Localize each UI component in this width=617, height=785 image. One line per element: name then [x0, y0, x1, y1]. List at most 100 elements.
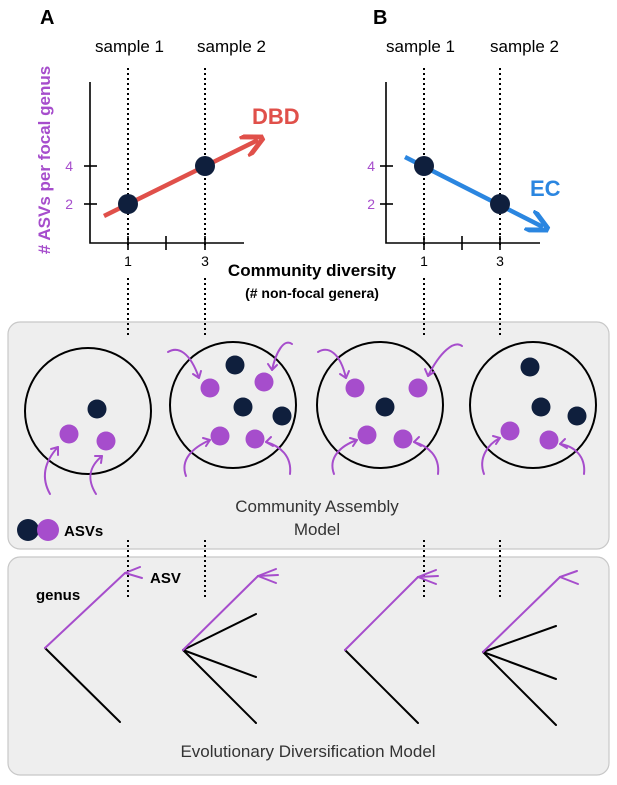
tree-2-genus-branch	[182, 649, 257, 678]
panel-b-xtick-label-1: 1	[420, 253, 428, 269]
genus-dot	[87, 399, 107, 419]
community-circles	[24, 341, 597, 475]
y-axis-label: # ASVs per focal genus	[35, 66, 54, 254]
tree-2-genus-branch	[182, 613, 257, 651]
panel-b-axis-lines	[385, 82, 540, 244]
asv-dot	[59, 424, 79, 444]
sample-1-label-b: sample 1	[386, 37, 455, 56]
asv-dot	[408, 378, 428, 398]
tree-3-asv-tip	[417, 576, 437, 585]
asv-dot	[210, 426, 230, 446]
panel-a-ytick-label-2: 2	[65, 196, 73, 212]
x-axis-label: Community diversity	[228, 261, 397, 280]
tree-4-genus-branch	[482, 625, 557, 653]
sample-2-label-b: sample 2	[490, 37, 559, 56]
arrow-head	[492, 435, 501, 445]
legend-genus-dot	[17, 519, 39, 541]
arrow-head	[339, 370, 350, 379]
panel-a-letter: A	[40, 7, 54, 29]
panel-b-ytick-label-4: 4	[367, 158, 375, 174]
tree-2-trunk	[182, 649, 257, 724]
assembly-model-label-1: Community Assembly	[235, 497, 399, 516]
asv-dot	[245, 429, 265, 449]
community-b-sample2	[469, 341, 597, 469]
asv-dot	[539, 430, 559, 450]
arrow-in	[271, 341, 293, 371]
panel-a-axis-lines	[89, 82, 244, 244]
tree-4-focal-branch	[482, 576, 561, 653]
legend-asv-dot	[37, 519, 59, 541]
tree-2-focal-branch	[182, 575, 259, 651]
asv-dot	[96, 431, 116, 451]
arrow-head	[413, 436, 422, 447]
arrow-head	[202, 437, 211, 447]
ec-label: EC	[530, 176, 561, 201]
arrow-head	[349, 437, 358, 447]
assembly-model-label-2: Model	[294, 520, 340, 539]
arrow-head	[559, 438, 568, 449]
tree-2	[182, 568, 279, 724]
arrow-in	[183, 439, 211, 477]
community-a-sample1	[24, 347, 152, 475]
genus-dot	[225, 355, 245, 375]
community-b-sample1	[316, 341, 444, 469]
dbd-label: DBD	[252, 104, 300, 129]
genus-dot	[233, 397, 253, 417]
genus-label: genus	[36, 587, 80, 604]
tree-1-focal-branch	[44, 572, 126, 649]
genus-dot	[567, 406, 587, 426]
arrow-head	[94, 455, 103, 464]
arrow-in	[481, 437, 501, 475]
genus-dot	[520, 357, 540, 377]
tree-3-focal-branch	[344, 576, 419, 651]
panel-a-ytick-label-4: 4	[65, 158, 73, 174]
panel-b-ytick-label-2: 2	[367, 196, 375, 212]
panel-a-point-sample1	[118, 194, 138, 214]
panel-b-point-sample2	[490, 194, 510, 214]
tree-4	[482, 570, 579, 726]
arrow-head	[50, 446, 59, 456]
panel-a-xtick-label-1: 1	[124, 253, 132, 269]
arrow-in	[427, 343, 463, 377]
dispersal-arrows	[43, 341, 586, 495]
arrow-head	[424, 368, 435, 377]
panel-a-axes	[84, 82, 244, 250]
asv-dot	[345, 378, 365, 398]
genus-dot	[375, 397, 395, 417]
legend-asvs-label: ASVs	[64, 523, 103, 540]
arrow-head	[192, 370, 202, 379]
panel-b-xtick-label-3: 3	[496, 253, 504, 269]
tree-4-trunk	[482, 651, 557, 726]
assembly-panel	[7, 321, 610, 550]
evolution-panel	[7, 556, 610, 776]
asv-dot	[500, 421, 520, 441]
asv-label: ASV	[150, 570, 181, 587]
tree-1	[44, 566, 143, 723]
panel-a-xtick-label-3: 3	[201, 253, 209, 269]
arrow-in	[167, 348, 200, 379]
panel-b-point-sample1	[414, 156, 434, 176]
asv-dot	[254, 372, 274, 392]
sample-2-label-a: sample 2	[197, 37, 266, 56]
panel-b-axes	[380, 82, 540, 250]
genus-dot	[272, 406, 292, 426]
asv-dot	[357, 425, 377, 445]
tree-3-trunk	[344, 649, 419, 724]
arrow-head	[265, 436, 274, 447]
tree-1-asv-tip	[124, 572, 143, 579]
arrow-in	[317, 348, 347, 379]
tree-4-asv-tip	[559, 570, 578, 578]
tree-3	[344, 569, 439, 724]
panel-b-letter: B	[373, 7, 387, 29]
panel-a-point-sample2	[195, 156, 215, 176]
tree-2-asv-tip	[257, 568, 277, 577]
tree-4-genus-branch	[482, 651, 557, 680]
asv-dot	[200, 378, 220, 398]
community-a-sample2	[169, 341, 297, 469]
arrow-in	[331, 439, 358, 475]
tree-1-asv-tip	[124, 566, 141, 574]
arrow-in	[559, 443, 586, 475]
x-axis-sublabel: (# non-focal genera)	[245, 285, 379, 301]
